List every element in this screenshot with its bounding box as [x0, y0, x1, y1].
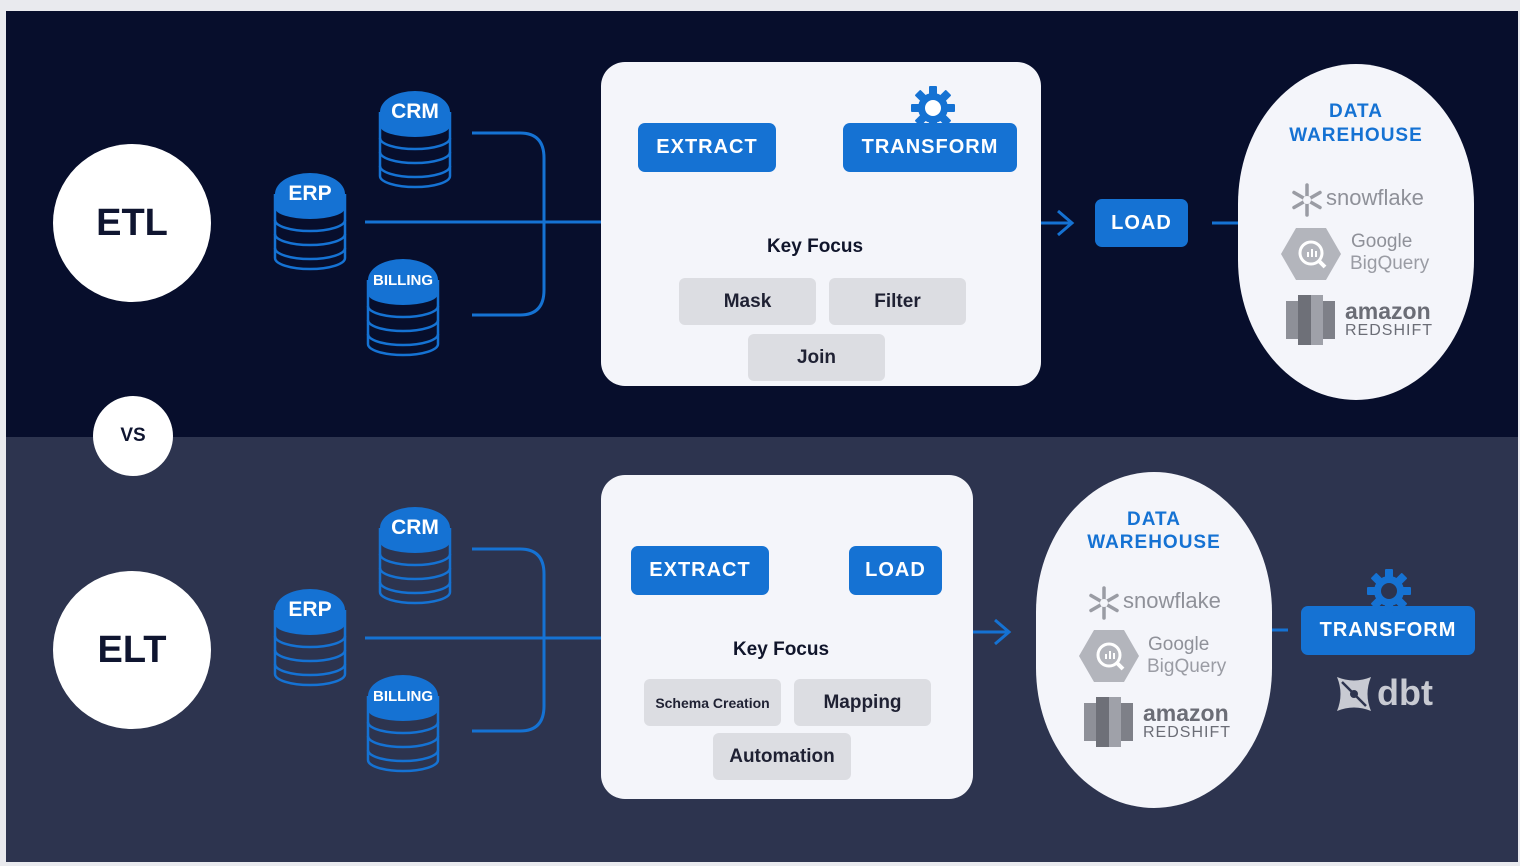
crm-label: CRM	[391, 100, 439, 123]
elt-transform-box: TRANSFORM	[1301, 606, 1475, 655]
etl-transform-box: TRANSFORM	[843, 123, 1017, 172]
database-icon: ERP	[273, 588, 347, 693]
etl-load-box: LOAD	[1095, 199, 1188, 247]
elt-title: ELT	[97, 628, 167, 671]
database-icon: ERP	[273, 172, 347, 277]
etl-warehouse-title-2: WAREHOUSE	[1289, 125, 1423, 146]
elt-focus-automation: Automation	[713, 733, 851, 780]
crm-database-icon	[378, 91, 452, 189]
elt-data-warehouse	[1036, 472, 1272, 808]
elt-load-box: LOAD	[849, 546, 942, 595]
elt-key-focus-title: Key Focus	[732, 639, 830, 660]
etl-focus-mask: Mask	[679, 278, 816, 325]
database-icon: BILLING	[366, 258, 440, 363]
arrow-right-icon	[994, 618, 1012, 646]
snowflake-logo-text: snowflake	[1123, 588, 1221, 613]
etl-extract-box: EXTRACT	[638, 123, 776, 172]
redshift-icon	[1286, 295, 1335, 345]
billing-database-icon	[366, 675, 440, 773]
database-icon: BILLING	[366, 674, 440, 779]
google-logo-text: Google	[1148, 634, 1210, 655]
amazon-logo-text: amazon	[1143, 700, 1229, 726]
elt-focus-schema-creation: Schema Creation	[644, 679, 781, 726]
etl-process-card	[601, 62, 1041, 386]
google-logo-text: Google	[1351, 231, 1413, 252]
etl-warehouse-title-1: DATA	[1329, 101, 1383, 122]
vs-circle: VS	[93, 396, 173, 476]
erp-label: ERP	[288, 598, 332, 621]
elt-extract-box: EXTRACT	[631, 546, 769, 595]
elt-focus-mapping: Mapping	[794, 679, 931, 726]
etl-bracket	[472, 131, 546, 317]
billing-label: BILLING	[373, 271, 433, 289]
snowflake-logo-text: snowflake	[1326, 185, 1424, 210]
vs-label: VS	[120, 425, 146, 446]
gear-icon	[1367, 569, 1411, 613]
bigquery-icon	[1079, 630, 1139, 682]
arrow-right-icon	[1057, 209, 1075, 237]
redshift-logo-text: REDSHIFT	[1345, 322, 1433, 339]
etl-focus-join: Join	[748, 334, 885, 381]
billing-database-icon	[366, 259, 440, 357]
erp-label: ERP	[288, 182, 332, 205]
database-icon: CRM	[378, 506, 452, 611]
etl-data-warehouse	[1238, 64, 1474, 400]
etl-circle: ETL	[53, 144, 211, 302]
redshift-logo-text: REDSHIFT	[1143, 724, 1231, 741]
billing-label: BILLING	[373, 687, 433, 705]
bigquery-logo-text: BigQuery	[1350, 253, 1430, 274]
amazon-logo-text: amazon	[1345, 298, 1431, 324]
gear-icon	[911, 86, 955, 130]
dbt-icon	[1337, 677, 1371, 711]
elt-warehouse-title-2: WAREHOUSE	[1087, 532, 1221, 553]
elt-bracket	[472, 547, 546, 733]
database-icon: CRM	[378, 90, 452, 195]
snowflake-icon	[1292, 183, 1322, 217]
erp-database-icon	[273, 173, 347, 271]
elt-circle: ELT	[53, 571, 211, 729]
redshift-icon	[1084, 697, 1133, 747]
snowflake-icon	[1089, 586, 1119, 620]
bigquery-logo-text: BigQuery	[1147, 656, 1227, 677]
etl-title: ETL	[96, 201, 168, 244]
dbt-logo-text: dbt	[1377, 672, 1433, 713]
elt-warehouse-title-1: DATA	[1127, 509, 1181, 530]
crm-label: CRM	[391, 516, 439, 539]
crm-database-icon	[378, 507, 452, 605]
etl-focus-filter: Filter	[829, 278, 966, 325]
erp-database-icon	[273, 589, 347, 687]
etl-key-focus-title: Key Focus	[766, 236, 864, 257]
bigquery-icon	[1281, 228, 1341, 280]
